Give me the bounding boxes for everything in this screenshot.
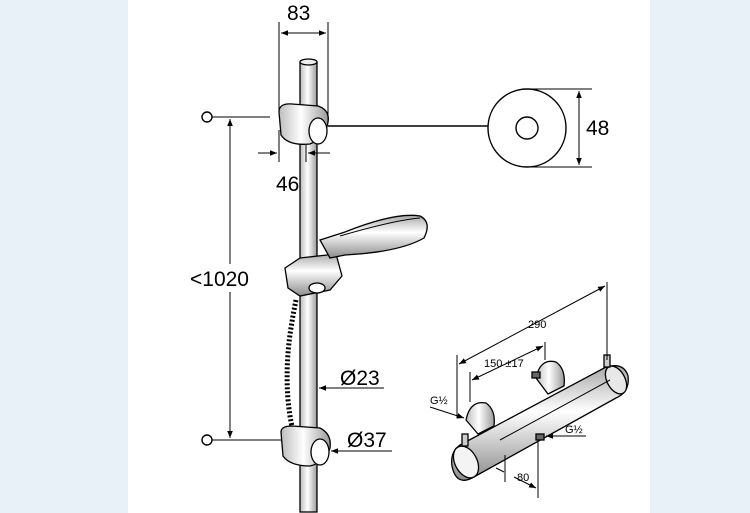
dim-inlet-thread-label: G½ [430, 395, 448, 407]
dim-mixer-length: 290 [456, 282, 608, 418]
bottom-wall-bracket-icon [201, 434, 213, 446]
slider-holder [284, 253, 343, 297]
dim-holder-diameter-label: Ø37 [347, 429, 387, 452]
rose-outline-icon [487, 88, 567, 168]
dim-holder-diameter: Ø37 [331, 429, 392, 454]
top-wall-bracket-icon [201, 111, 213, 123]
shower-hose [284, 299, 299, 441]
dim-bar-diameter: Ø23 [319, 367, 384, 391]
shower-rail [201, 58, 428, 513]
dim-rose-diameter-label: 48 [586, 117, 609, 140]
dim-outlet-thread: G½ [546, 424, 586, 439]
dim-holder-depth-label: 46 [276, 173, 299, 196]
hand-shower-head [319, 214, 428, 259]
wall-rose: 48 [328, 88, 609, 168]
dim-center-distance: 150 ±17 [469, 342, 546, 402]
dim-bar-width-label: 83 [287, 2, 310, 25]
dim-outlet-thread-label: G½ [565, 424, 583, 436]
dim-bar-length: <1020 [190, 119, 249, 438]
dim-inlet-thread: G½ [429, 395, 465, 419]
dim-outlet-offset: 80 [495, 442, 539, 498]
thermostat-mixer [451, 354, 629, 481]
dim-holder-depth: 46 [258, 130, 330, 196]
dim-center-distance-label: 150 ±17 [484, 358, 524, 370]
dim-bar-length-label: <1020 [190, 268, 249, 291]
dim-outlet-offset-label: 80 [517, 472, 529, 484]
dim-mixer-length-label: 290 [528, 319, 546, 331]
dim-bar-diameter-label: Ø23 [340, 367, 380, 390]
left-inlet [465, 401, 495, 435]
dim-bar-width: 83 [278, 2, 329, 122]
